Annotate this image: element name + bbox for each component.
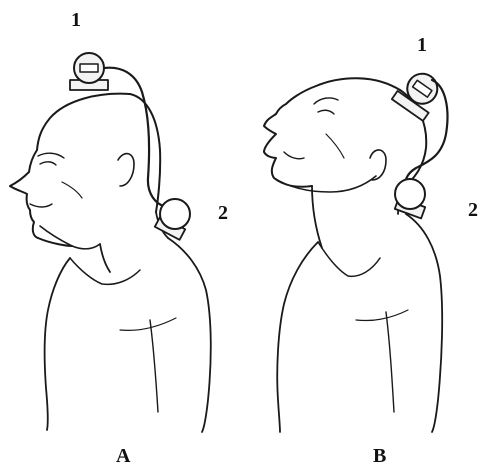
panel-a-sensor-2-dial	[160, 199, 190, 229]
panel-a-mouth	[30, 204, 52, 207]
panel-b-mouth	[284, 152, 304, 159]
panel-a-arm	[150, 320, 158, 412]
panel-b-torso	[277, 242, 318, 432]
panel-b-collar	[318, 242, 380, 276]
panel-a-torso	[45, 258, 70, 430]
panel-b-figure	[264, 66, 447, 432]
panel-b-ear	[370, 150, 386, 180]
panel-b-shirt-fold	[356, 310, 408, 321]
panel-a-cable	[104, 68, 164, 206]
panel-a-shirt-fold	[120, 318, 176, 330]
panel-a-neck-front	[100, 244, 110, 272]
panel-b-sensor-1	[392, 66, 447, 121]
panel-a-caption: A	[116, 446, 130, 466]
panel-a-sensor-1-display	[80, 64, 98, 72]
panel-b-sensor-2-dial	[395, 179, 425, 209]
panel-b-sensor-2-label: 2	[468, 200, 478, 220]
panel-a-eye	[40, 162, 56, 165]
panel-a-cheek	[62, 182, 82, 198]
panel-b-cheek	[326, 134, 344, 158]
panel-b-jaw	[274, 176, 376, 192]
panel-b-eye	[318, 110, 334, 114]
panel-b-back	[406, 214, 442, 432]
panel-b-sensor-1-label: 1	[417, 35, 427, 55]
panel-a-head-outline	[10, 94, 130, 246]
panel-b-arm	[386, 312, 394, 412]
panel-b-brow	[314, 98, 338, 104]
panel-b-head-outline	[264, 78, 400, 186]
panel-a-back	[168, 238, 211, 432]
panel-a-sensor-1-label: 1	[71, 10, 81, 30]
panel-a-back-of-head	[130, 94, 160, 212]
panel-a-jaw	[40, 226, 100, 249]
panel-b-caption: B	[373, 446, 386, 466]
panel-b-neck-front	[312, 186, 322, 248]
panel-a-ear	[118, 154, 134, 186]
panel-a-sensor-2-label: 2	[218, 203, 228, 223]
panel-a-figure	[10, 53, 211, 432]
panel-a-brow	[38, 153, 64, 158]
